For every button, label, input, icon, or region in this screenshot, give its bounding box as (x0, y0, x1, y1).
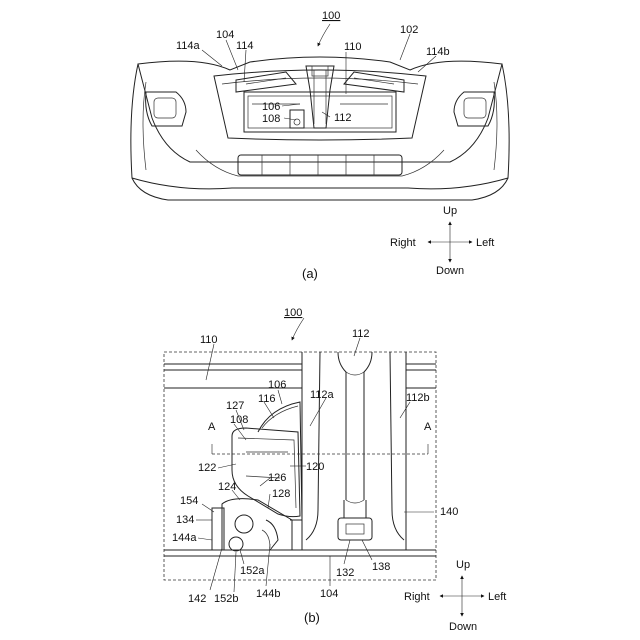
label-104-a: 104 (216, 29, 234, 41)
dir-left-a: Left (476, 237, 494, 249)
label-134-b: 134 (176, 514, 194, 526)
member-110 (164, 364, 436, 388)
label-140-b: 140 (440, 506, 458, 518)
section-line-a-a (212, 444, 428, 454)
label-152a-b: 152a (240, 565, 265, 577)
label-110-b: 110 (200, 334, 218, 346)
dir-down-b: Down (449, 621, 477, 633)
label-102-a: 102 (400, 24, 418, 36)
lower-grille (238, 155, 402, 175)
latch-106-108 (290, 110, 304, 128)
label-112-b: 112 (352, 328, 370, 340)
grille-opening-104 (214, 70, 426, 140)
direction-indicator-a: Up Down Right Left (390, 205, 494, 277)
label-108-a: 108 (262, 113, 280, 125)
label-114a-a: 114a (176, 40, 201, 52)
upper-bracket-114 (236, 72, 404, 92)
label-152b-b: 152b (214, 593, 238, 605)
label-114-a: 114 (236, 40, 254, 52)
label-112b-b: 112b (406, 392, 430, 404)
label-154-b: 154 (180, 495, 198, 507)
label-110-a: 110 (344, 41, 362, 53)
label-112a-b: 112a (310, 389, 335, 401)
label-128-b: 128 (272, 488, 290, 500)
label-100-b: 100 (284, 307, 302, 319)
direction-indicator-b: Up Down Right Left (404, 559, 506, 633)
lower-member-104 (164, 550, 436, 556)
label-116-b: 116 (258, 393, 276, 405)
label-124-b: 124 (218, 481, 236, 493)
right-lamp-housing (454, 92, 494, 126)
label-126-b: 126 (268, 472, 286, 484)
center-stay-112 (306, 66, 334, 128)
label-100-a: 100 (322, 10, 340, 22)
caption-b: (b) (304, 610, 320, 625)
striker-138 (338, 500, 372, 540)
latch-plate-124 (212, 499, 292, 551)
label-106-b: 106 (268, 379, 286, 391)
left-lamp-housing (146, 92, 186, 126)
label-106-a: 106 (262, 101, 280, 113)
label-104-b: 104 (320, 588, 338, 600)
figure-a: 100 104 102 114a 114 110 114b 106 108 11… (131, 10, 509, 281)
label-120-b: 120 (306, 461, 324, 473)
dir-up-b: Up (456, 559, 470, 571)
dir-left-b: Left (488, 591, 506, 603)
label-132-b: 132 (336, 567, 354, 579)
dir-up-a: Up (443, 205, 457, 217)
label-122-b: 122 (198, 462, 216, 474)
label-A-left: A (208, 421, 216, 433)
dir-right-b: Right (404, 591, 430, 603)
leader-lines-a (202, 24, 436, 120)
label-144a-b: 144a (172, 532, 197, 544)
caption-a: (a) (302, 266, 318, 281)
label-138-b: 138 (372, 561, 390, 573)
figure-b: 100 110 112 106 116 112a 112b 127 108 A … (164, 307, 506, 633)
label-142-b: 142 (188, 593, 206, 605)
label-144b-b: 144b (256, 588, 280, 600)
label-108-b: 108 (230, 414, 248, 426)
dir-right-a: Right (390, 237, 416, 249)
label-112-a: 112 (334, 112, 352, 124)
label-A-right: A (424, 421, 432, 433)
dir-down-a: Down (436, 265, 464, 277)
center-stay-112 (302, 352, 406, 550)
label-127-b: 127 (226, 400, 244, 412)
label-114b-a: 114b (426, 46, 450, 58)
